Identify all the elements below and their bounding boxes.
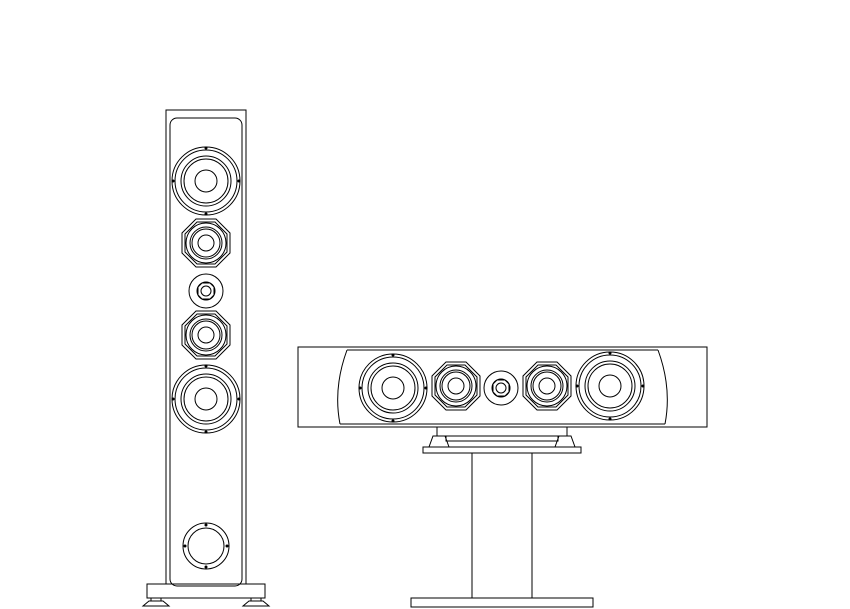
tower-midrange-bottom xyxy=(182,311,230,359)
tower-speaker xyxy=(143,110,269,606)
center-woofer-left xyxy=(358,353,428,423)
center-channel-speaker xyxy=(298,347,707,427)
stand-pillar xyxy=(472,453,532,598)
center-baffle-left xyxy=(338,350,347,424)
center-woofer-right xyxy=(575,351,645,421)
tower-port xyxy=(183,523,229,569)
tower-woofer-bottom xyxy=(171,364,241,434)
center-feet xyxy=(429,427,575,447)
center-midrange-left xyxy=(432,362,480,410)
stand-base-plate xyxy=(411,598,593,607)
tower-cabinet xyxy=(166,110,246,584)
tower-baffle xyxy=(170,118,242,586)
tower-feet xyxy=(143,598,269,606)
tower-midrange-top xyxy=(182,219,230,267)
tower-woofer-top xyxy=(171,146,241,216)
center-midrange-right xyxy=(523,362,571,410)
tower-tweeter xyxy=(189,274,223,308)
stand-top-plate xyxy=(423,447,581,453)
tower-plinth xyxy=(147,584,265,598)
center-baffle-right xyxy=(658,350,667,424)
speaker-stand xyxy=(411,427,593,607)
center-tweeter xyxy=(484,371,518,405)
